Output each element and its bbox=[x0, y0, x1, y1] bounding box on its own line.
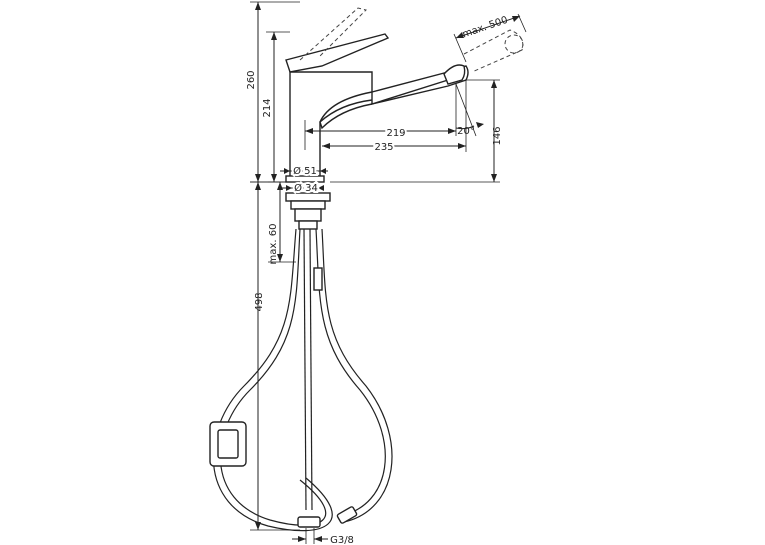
label-angle: 20° bbox=[457, 126, 475, 137]
dimension-spout-height bbox=[330, 79, 500, 183]
label-reach-219: 219 bbox=[386, 128, 405, 139]
dimension-base-diameter bbox=[280, 168, 328, 174]
faucet-body bbox=[285, 7, 524, 183]
dimension-connection bbox=[292, 528, 328, 544]
label-total-height: 260 bbox=[246, 70, 257, 89]
hoses bbox=[209, 228, 393, 532]
label-hose-length: 498 bbox=[254, 292, 265, 311]
label-reach-235: 235 bbox=[374, 142, 393, 153]
dimension-angle bbox=[455, 83, 484, 137]
label-shank-diameter: Ø 34 bbox=[294, 182, 318, 194]
label-spout-height: 146 bbox=[492, 126, 503, 145]
label-pullout: max. 500 bbox=[461, 15, 509, 41]
dimension-hose-length bbox=[250, 181, 300, 531]
dimension-deck-max bbox=[268, 181, 296, 263]
dimension-reach-219 bbox=[304, 84, 457, 150]
label-base-diameter: Ø 51 bbox=[293, 165, 317, 177]
label-body-height: 214 bbox=[262, 98, 273, 117]
dimension-pullout bbox=[453, 13, 527, 63]
dimension-body-height bbox=[266, 31, 290, 182]
label-deck-max: max. 60 bbox=[268, 224, 279, 265]
dimension-shank-diameter bbox=[282, 185, 324, 191]
label-connection: G3/8 bbox=[330, 535, 354, 545]
dimension-reach-235 bbox=[322, 80, 467, 152]
mounting-assembly bbox=[285, 192, 331, 230]
